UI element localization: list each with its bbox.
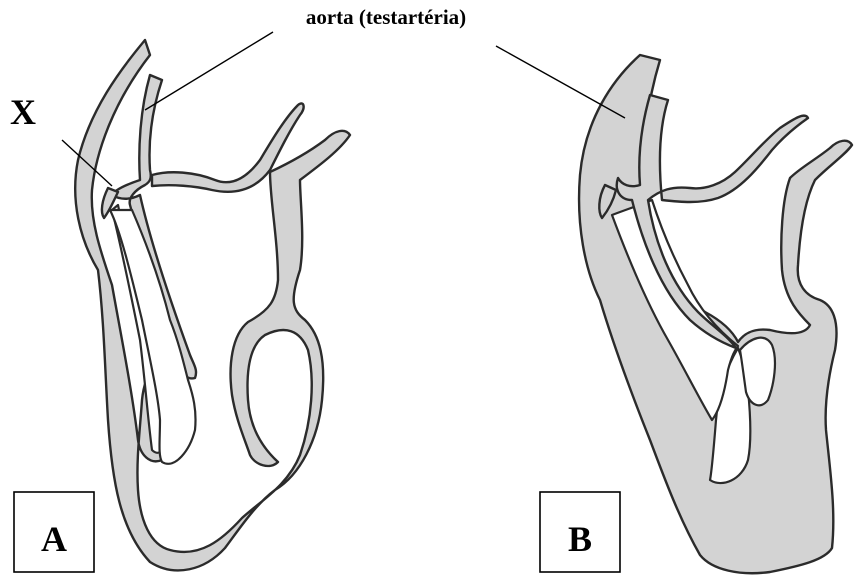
panel-a-label: A: [41, 519, 67, 559]
heart-a-aortic-wall: [75, 40, 350, 570]
aorta-label: aorta (testartéria): [306, 5, 466, 29]
aorta-leader-line-a: [145, 32, 273, 110]
heart-a: [75, 40, 350, 570]
x-label: X: [10, 92, 36, 132]
panel-b-label: B: [568, 519, 592, 559]
aorta-leader-line-b: [496, 46, 625, 118]
